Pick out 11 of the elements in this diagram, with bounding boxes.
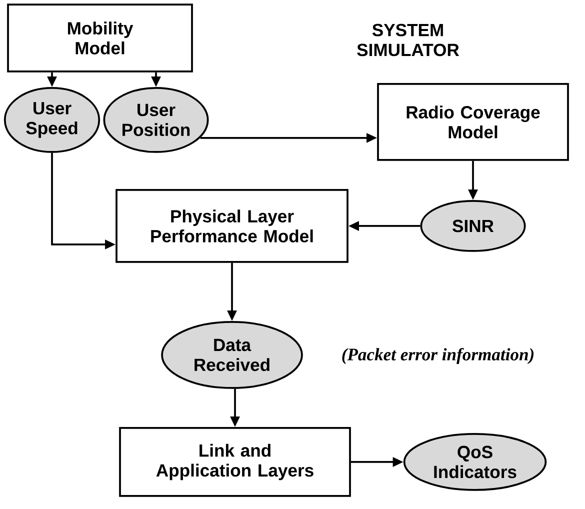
process-box: Physical Layer Performance Model — [116, 189, 348, 263]
title: SYSTEM SIMULATOR — [357, 24, 460, 56]
ellipse-node: Data Received — [161, 321, 303, 389]
process-box: Link and Application Layers — [119, 427, 351, 497]
ellipse-node: User Position — [103, 87, 209, 153]
note: (Packet error information) — [342, 348, 534, 364]
process-box: Radio Coverage Model — [377, 83, 569, 161]
ellipse-node: QoS Indicators — [403, 433, 547, 491]
process-box: Mobility Model — [7, 4, 193, 72]
ellipse-node: User Speed — [4, 87, 100, 153]
ellipse-node: SINR — [420, 200, 526, 252]
